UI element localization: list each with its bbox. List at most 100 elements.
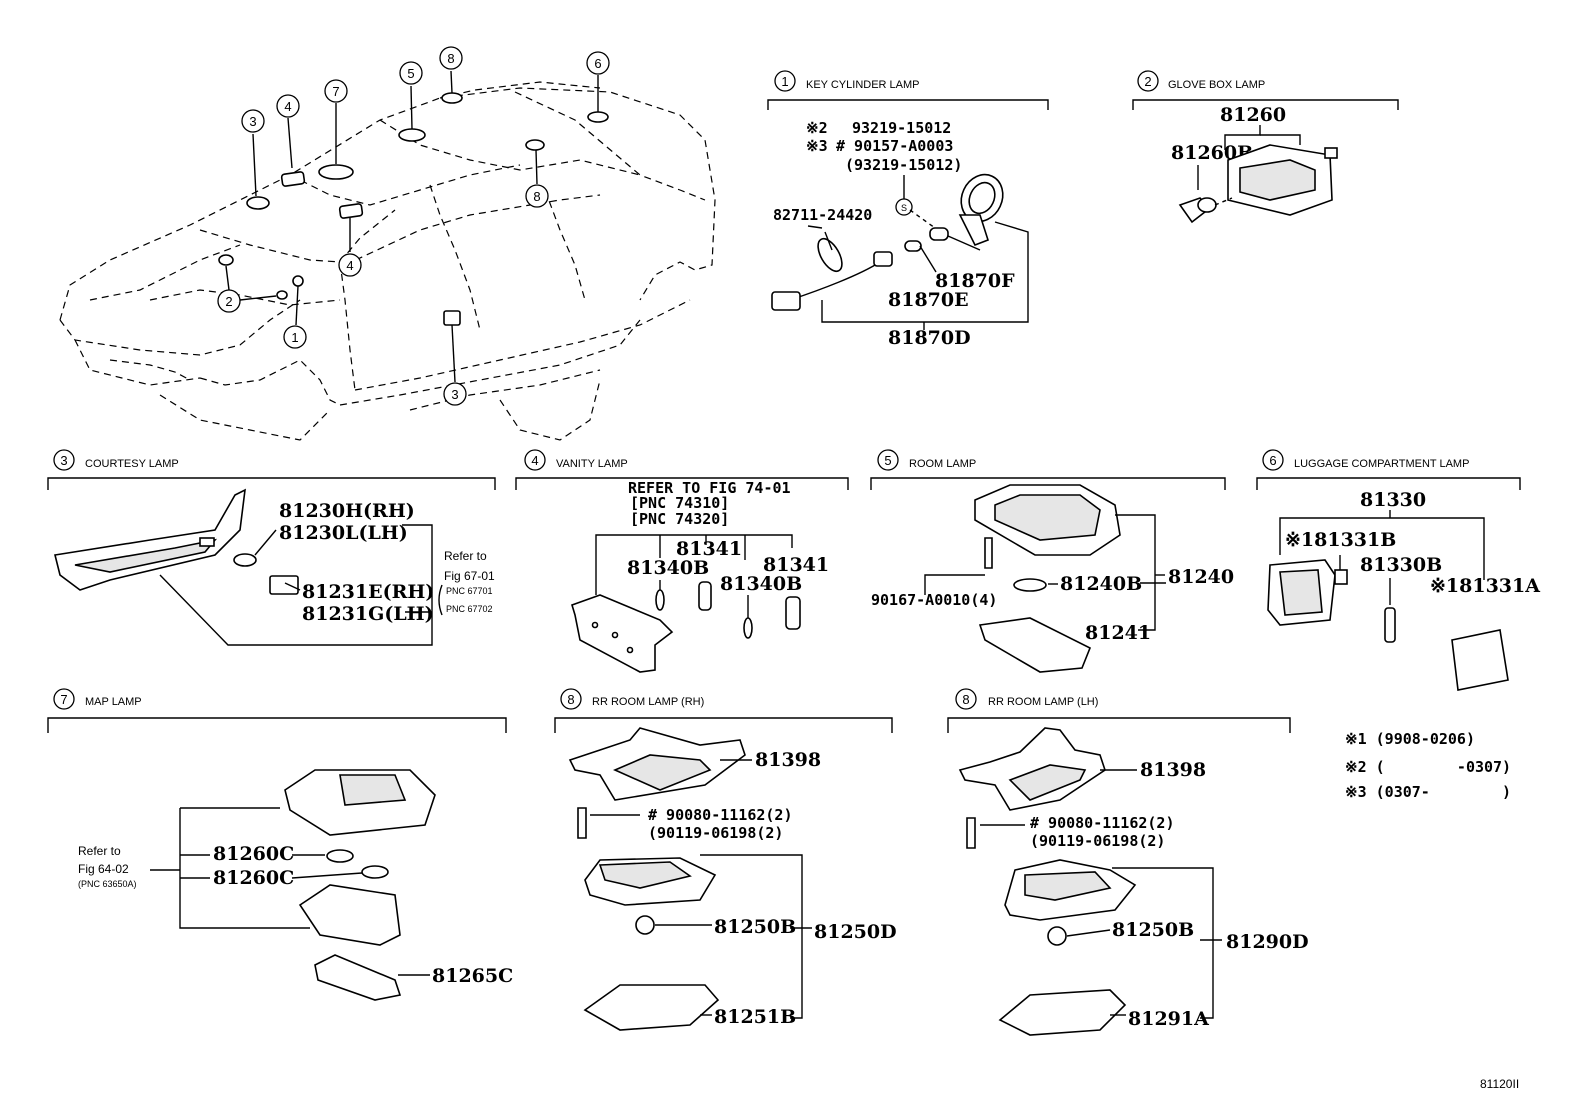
car-callout-7: 7 (324, 79, 348, 103)
10-label: 3 (451, 387, 458, 402)
p-81331A-label: ※181331A (1430, 575, 1540, 597)
p-81250B-label: 81250B (1112, 919, 1194, 941)
p-90167-label: 90167-A0010(4) (871, 591, 997, 609)
num-label: 2 (1144, 74, 1151, 89)
num-label: 7 (60, 692, 67, 707)
note-1: ※1 (9908-0206) (1345, 730, 1475, 748)
p-81231G-label: 81231G(LH) (302, 603, 434, 625)
car-callout-1: 1 (283, 325, 307, 349)
p-81240B-label: 81240B (1060, 573, 1142, 595)
p-90119-label: (90119-06198(2) (1030, 832, 1165, 850)
section-vanity-lamp: 4 VANITY LAMP REFER TO FIG 74-01 [PNC 74… (515, 449, 849, 673)
p-81870D-label: 81870D (888, 327, 971, 349)
car-callout-8-top: 8 (439, 46, 463, 70)
car-callout-4-side: 4 (338, 253, 362, 277)
line3-label: PNC 67701 (446, 586, 493, 596)
title-label: RR ROOM LAMP (RH) (592, 696, 704, 708)
num-label: 5 (884, 453, 891, 468)
p-81240-label: 81240 (1168, 566, 1234, 588)
3-label: 5 (407, 66, 414, 81)
8-label: 2 (225, 294, 232, 309)
5-label: 6 (594, 56, 601, 71)
p-81291A-label: 81291A (1128, 1008, 1209, 1030)
p-81340Ba-label: 81340B (627, 557, 709, 579)
line1-label: Refer to (78, 844, 121, 858)
line2-label: Fig 67-01 (444, 569, 495, 583)
section-glove-box-lamp: 2 GLOVE BOX LAMP 81260 81260B (1132, 70, 1399, 224)
p-93219-label-label: ※2 (806, 119, 828, 137)
line2-label: Fig 64-02 (78, 862, 129, 876)
p-81398-label: 81398 (755, 749, 821, 771)
p-81260Ca-label: 81260C (213, 843, 294, 865)
note-3: ※3 (0307- ) (1345, 783, 1511, 801)
num-label: 8 (962, 692, 969, 707)
p-81251B-label: 81251B (714, 1006, 796, 1028)
title-label: ROOM LAMP (909, 458, 976, 470)
section-map-lamp: 7 MAP LAMP Refer to Fig 64-02 (PNC 63650… (47, 688, 513, 1001)
car-callout-8-side: 8 (525, 184, 549, 208)
car-overview: 3 4 7 5 8 6 8 4 2 1 3 (59, 46, 716, 441)
p-81230H-label: 81230H(RH) (279, 500, 415, 522)
p-93219-alt-label: (93219-15012) (845, 156, 962, 174)
title-label: KEY CYLINDER LAMP (806, 79, 920, 91)
car-callout-2: 2 (217, 289, 241, 313)
p-81231E-label: 81231E(RH) (302, 581, 434, 603)
p-81331B-label: ※181331B (1285, 529, 1396, 551)
num-label: 4 (531, 453, 538, 468)
title-label: RR ROOM LAMP (LH) (988, 696, 1098, 708)
title-label: LUGGAGE COMPARTMENT LAMP (1294, 458, 1469, 470)
note-2: ※2 ( -0307) (1345, 758, 1511, 776)
p-81870F-label: 81870F (935, 270, 1015, 292)
0-label: 3 (249, 114, 256, 129)
line1-label: Refer to (444, 549, 487, 563)
title-label: GLOVE BOX LAMP (1168, 79, 1265, 91)
p-90080-label: # 90080-11162(2) (1030, 814, 1175, 832)
p-81870E-label: 81870E (888, 289, 969, 311)
car-callout-6: 6 (586, 51, 610, 75)
footnotes: ※1 (9908-0206) ※2 ( -0307) ※3 (0307- ) (1345, 730, 1511, 801)
4-label: 8 (447, 51, 454, 66)
line3-label: [PNC 74320] (630, 510, 729, 528)
p-81330B-label: 81330B (1360, 554, 1442, 576)
line4-label: PNC 67702 (446, 604, 493, 614)
line3-label: (PNC 63650A) (78, 879, 137, 889)
num-label: 6 (1269, 453, 1276, 468)
p-81260-label: 81260 (1220, 104, 1286, 126)
title-label: COURTESY LAMP (85, 458, 179, 470)
6-label: 8 (533, 189, 540, 204)
s-mark-label: S (901, 203, 907, 213)
p-81290D-label: 81290D (1226, 931, 1309, 953)
section-room-lamp: 5 ROOM LAMP 90167-A0010(4) 81240B 81240 … (870, 449, 1234, 673)
p-93219-label: 93219-15012 (852, 119, 951, 137)
p-81341a-label: 81341 (676, 538, 742, 560)
p-81241-label: 81241 (1085, 622, 1151, 644)
p-90157-label: # 90157-A0003 (836, 137, 953, 155)
7-label: 4 (346, 258, 353, 273)
title-label: MAP LAMP (85, 696, 142, 708)
p-81330-label: 81330 (1360, 489, 1426, 511)
p-81250D-label: 81250D (814, 921, 897, 943)
num-label: 3 (60, 453, 67, 468)
p-81341b-label: 81341 (763, 554, 829, 576)
section-luggage-lamp: 6 LUGGAGE COMPARTMENT LAMP 81330 ※181331… (1256, 449, 1540, 691)
p-82711-label: 82711-24420 (773, 206, 872, 224)
1-label: 4 (284, 99, 291, 114)
p-81230L-label: 81230L(LH) (279, 522, 408, 544)
line1-label: REFER TO FIG 74-01 (628, 479, 791, 497)
num-label: 1 (781, 74, 788, 89)
section-courtesy-lamp: 3 COURTESY LAMP 81230H(RH) 81230L(LH) 81… (47, 449, 496, 646)
p-90119-label: (90119-06198(2) (648, 824, 783, 842)
p-81260Cb-label: 81260C (213, 867, 294, 889)
figure-id: 81120II (1480, 1077, 1519, 1091)
p-81250B-label: 81250B (714, 916, 796, 938)
p-90157-label-label: ※3 (806, 137, 828, 155)
line2-label: [PNC 74310] (630, 494, 729, 512)
section-rr-room-lamp-lh: 8 RR ROOM LAMP (LH) 81398 # 90080-11162(… (947, 688, 1309, 1036)
p-90080-label: # 90080-11162(2) (648, 806, 793, 824)
p-81340Bb-label: 81340B (720, 573, 802, 595)
2-label: 7 (332, 84, 339, 99)
p-81265C-label: 81265C (432, 965, 513, 987)
num-label: 8 (567, 692, 574, 707)
car-callout-5: 5 (399, 61, 423, 85)
